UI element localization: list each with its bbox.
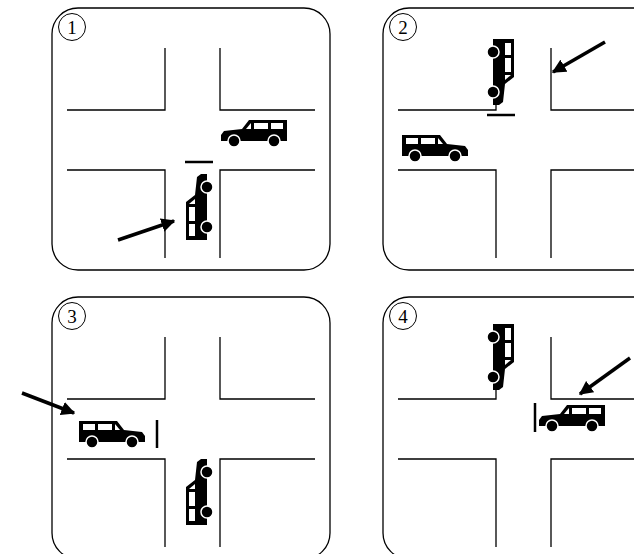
road-edge: [220, 48, 315, 110]
stop-line: [487, 114, 515, 117]
road-edge: [398, 459, 496, 547]
stop-line: [185, 161, 213, 164]
panel: [383, 8, 634, 270]
car: [402, 135, 468, 162]
panel-border: [52, 8, 330, 270]
panel: [52, 8, 330, 270]
stop-line: [534, 403, 537, 432]
car: [221, 120, 287, 147]
pointer-arrow: [22, 393, 74, 413]
panel: [52, 297, 330, 554]
road-edge: [220, 170, 315, 258]
road-edge: [220, 337, 315, 399]
callout-number-text: 3: [67, 307, 77, 326]
callout-number-text: 2: [398, 18, 408, 37]
road-edge: [551, 459, 634, 547]
car: [186, 174, 213, 240]
road-edge: [551, 337, 634, 399]
panel: [383, 297, 634, 554]
road-edge: [551, 48, 634, 110]
road-edge: [398, 48, 496, 110]
pointer-arrow: [553, 42, 605, 72]
car: [539, 405, 605, 432]
road-edge: [398, 170, 496, 258]
pointer-arrow: [118, 221, 174, 240]
callout-number-text: 4: [398, 307, 408, 326]
car: [487, 324, 514, 390]
road-edge: [398, 337, 496, 399]
callout-number: 4: [389, 302, 417, 330]
road-edge: [551, 170, 634, 258]
pointer-arrow: [580, 358, 630, 394]
panel-border: [52, 297, 330, 554]
panel-border: [383, 297, 634, 554]
car: [79, 421, 145, 448]
road-edge: [67, 170, 165, 258]
road-edge: [67, 337, 165, 399]
callout-number: 1: [58, 13, 86, 41]
callout-number: 2: [389, 13, 417, 41]
road-edge: [220, 459, 315, 547]
car: [186, 459, 213, 525]
road-edge: [67, 48, 165, 110]
stop-line: [156, 420, 159, 448]
car: [487, 39, 514, 105]
callout-number: 3: [58, 302, 86, 330]
callout-number-text: 1: [67, 18, 77, 37]
panel-border: [383, 8, 634, 270]
road-edge: [67, 459, 165, 547]
